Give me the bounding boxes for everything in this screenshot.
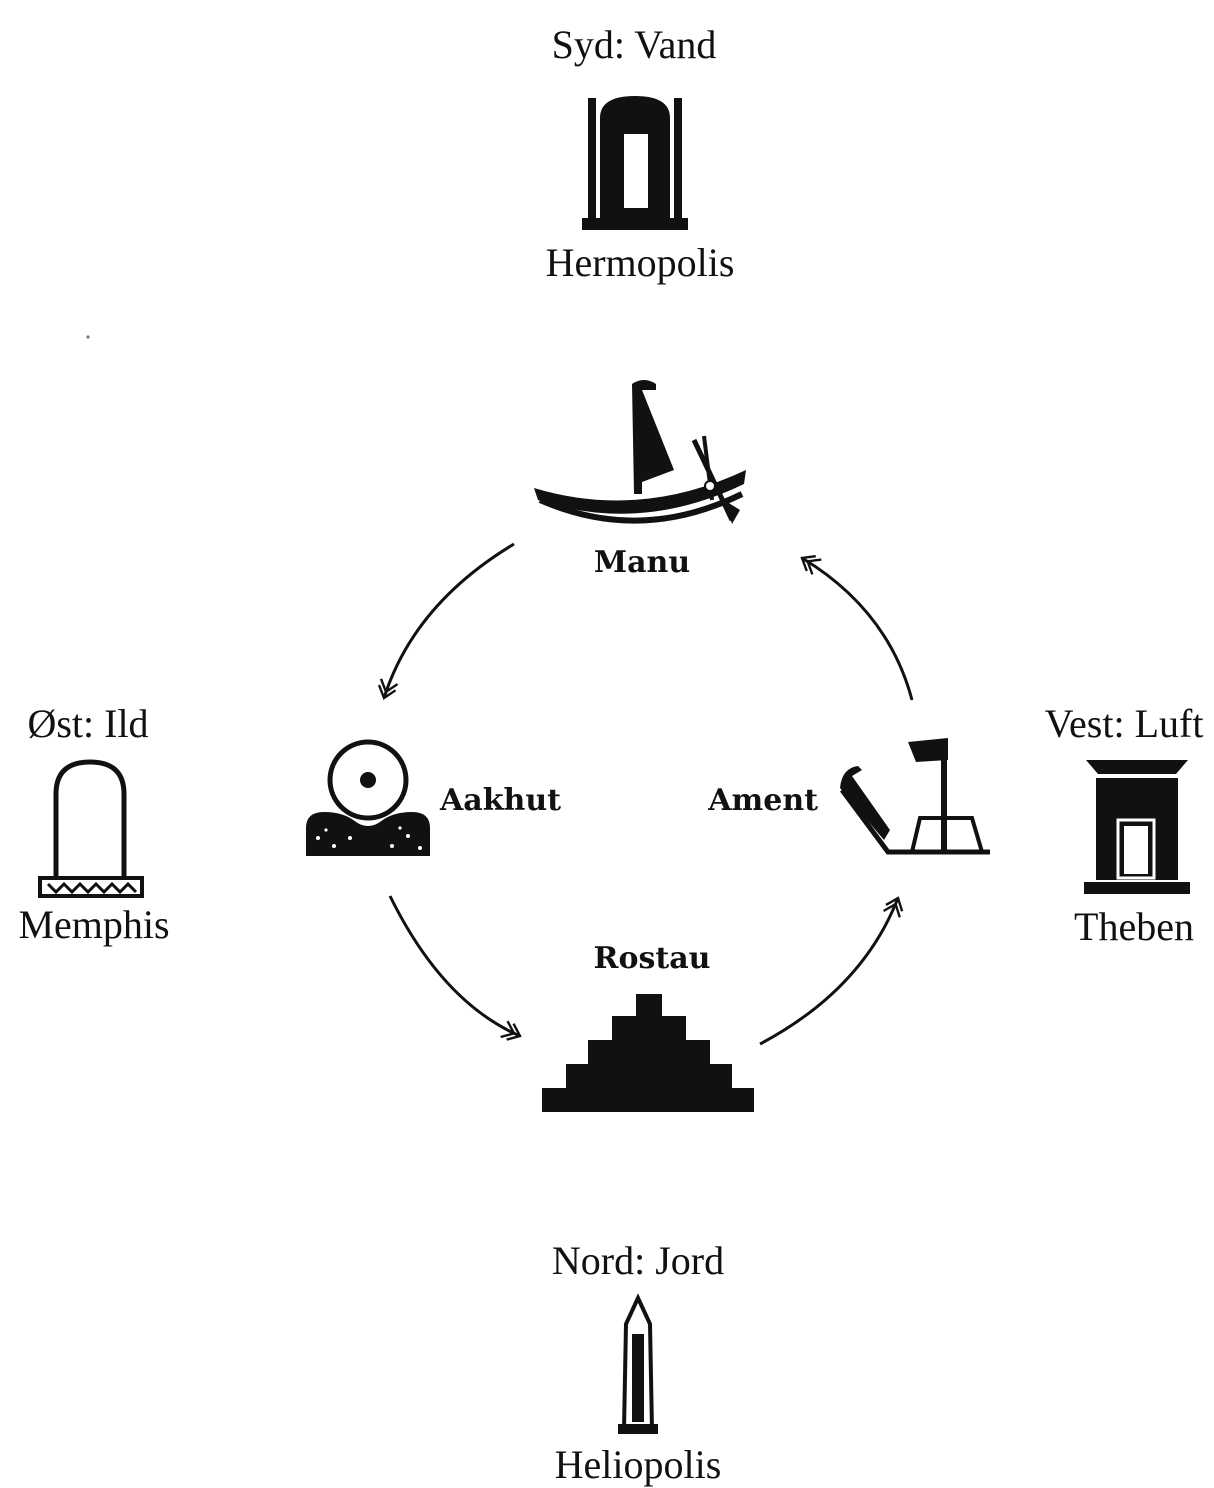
arch-shrine-icon bbox=[38, 759, 144, 898]
direction-south-heading: Syd: Vand bbox=[552, 22, 717, 67]
cycle-left: Aakhut bbox=[306, 739, 561, 856]
direction-west-heading: Vest: Luft bbox=[1045, 701, 1204, 746]
direction-south: Syd: Vand Hermopolis bbox=[546, 22, 735, 285]
cycle-arrows bbox=[377, 542, 914, 1046]
direction-north-city: Heliopolis bbox=[555, 1442, 722, 1487]
arrow-manu-to-aakhut bbox=[377, 542, 515, 700]
cycle-right-label: Ament bbox=[707, 783, 818, 818]
direction-west-city: Theben bbox=[1074, 904, 1194, 949]
cycle-top-label: Manu bbox=[594, 545, 690, 580]
direction-east: Øst: Ild Memphis bbox=[18, 701, 169, 947]
direction-south-city: Hermopolis bbox=[546, 240, 735, 285]
arrow-aakhut-to-rostau bbox=[388, 895, 522, 1041]
cycle-top: Manu bbox=[534, 380, 746, 580]
cycle-bottom-label: Rostau bbox=[594, 941, 711, 976]
arrow-rostau-to-ament bbox=[759, 896, 904, 1046]
cycle-right: Ament bbox=[707, 738, 990, 855]
horizon-sun-icon bbox=[306, 739, 430, 856]
shrine-icon bbox=[582, 96, 688, 230]
arrow-ament-to-manu bbox=[800, 555, 914, 701]
temple-pylon-icon bbox=[1084, 760, 1190, 894]
step-pyramid-icon bbox=[542, 994, 754, 1112]
direction-north: Nord: Jord Heliopolis bbox=[552, 1238, 724, 1487]
cycle-bottom: Rostau bbox=[542, 941, 754, 1112]
direction-west: Vest: Luft Theben bbox=[1045, 701, 1204, 949]
sun-barque-icon bbox=[534, 380, 746, 524]
cycle-left-label: Aakhut bbox=[439, 783, 561, 818]
scan-speck bbox=[86, 335, 90, 339]
direction-east-city: Memphis bbox=[18, 902, 169, 947]
direction-north-heading: Nord: Jord bbox=[552, 1238, 724, 1283]
obelisk-icon bbox=[618, 1293, 658, 1434]
direction-east-heading: Øst: Ild bbox=[27, 701, 148, 746]
west-emblem-icon bbox=[839, 738, 990, 855]
